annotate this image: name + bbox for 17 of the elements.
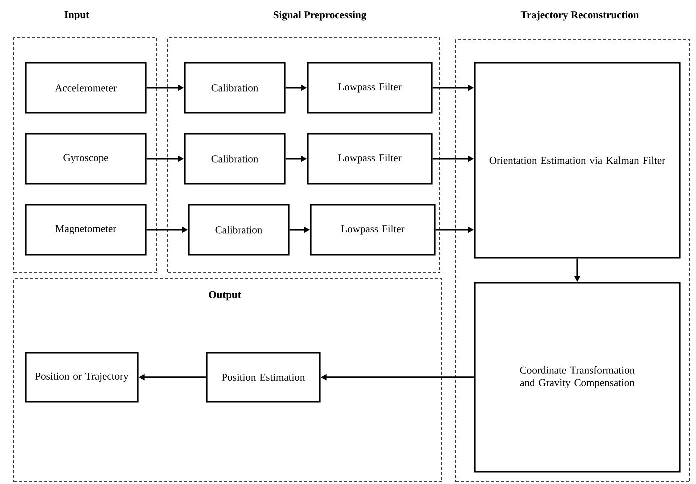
process-box: Calibration	[188, 204, 290, 256]
process-box: Position Estimation	[206, 352, 321, 403]
group-heading: Trajectory Reconstruction	[520, 11, 640, 21]
process-box: Coordinate Transformation and Gravity Compensation	[474, 282, 681, 473]
process-box: Accelerometer	[25, 62, 147, 114]
process-box: Gyroscope	[25, 133, 147, 185]
process-box: Magnetometer	[25, 204, 147, 256]
process-box: Position or Trajectory	[25, 352, 139, 403]
process-box: Calibration	[184, 133, 286, 185]
process-box: Lowpass Filter	[310, 204, 436, 256]
process-box: Calibration	[184, 62, 286, 114]
process-box: Orientation Estimation via Kalman Filter	[474, 62, 681, 259]
group-heading: Output	[209, 291, 242, 301]
group-heading: Signal Preprocessing	[274, 11, 367, 21]
group-heading: Input	[64, 11, 90, 21]
process-box: Lowpass Filter	[307, 62, 433, 114]
process-box: Lowpass Filter	[307, 133, 433, 185]
